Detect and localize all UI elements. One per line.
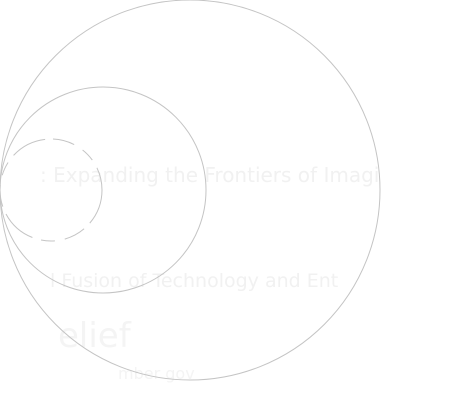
faded-caption-fragment: mber gov [118, 364, 195, 383]
faded-title-fragment: elief [58, 316, 131, 356]
faded-headline: : Expanding the Frontiers of Imagi [40, 163, 380, 187]
outer-ring [0, 0, 381, 381]
inner-dashed-ring [0, 138, 103, 242]
middle-ring [0, 86, 207, 294]
faded-subheadline: l Fusion of Technology and Ent [50, 270, 339, 292]
